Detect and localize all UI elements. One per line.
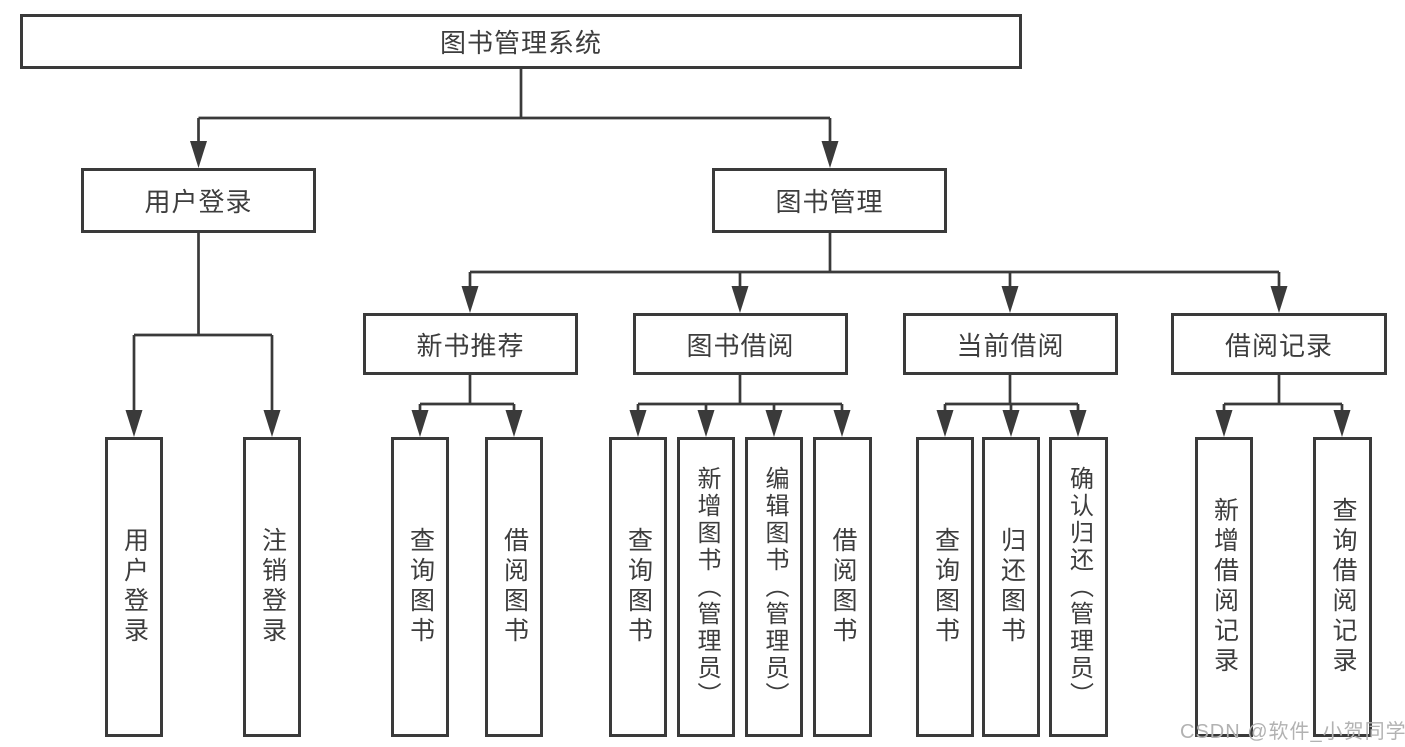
node-new-book-recommend: 新书推荐 — [363, 313, 578, 375]
leaf-query-books-current: 查询图书 — [916, 437, 974, 737]
arrowhead — [505, 410, 523, 437]
node-current-borrow: 当前借阅 — [903, 313, 1118, 375]
leaf-label: 新增图书（管理员） — [693, 465, 720, 709]
leaf-label: 编辑图书（管理员） — [761, 465, 788, 709]
arrowhead — [263, 410, 281, 437]
leaf-add-borrow-record: 新增借阅记录 — [1195, 437, 1253, 737]
arrowhead — [731, 286, 749, 313]
node-root-system: 图书管理系统 — [20, 14, 1022, 69]
arrowhead — [821, 141, 839, 168]
arrowhead — [1333, 410, 1351, 437]
node-book-borrow: 图书借阅 — [633, 313, 848, 375]
leaf-borrow-books-recommend: 借阅图书 — [485, 437, 543, 737]
leaf-label: 查询图书 — [406, 527, 435, 647]
connector-book-borrow-split — [636, 375, 844, 412]
leaf-label: 用户登录 — [120, 527, 149, 647]
leaf-label: 确认归还（管理员） — [1065, 465, 1093, 709]
leaf-edit-books-admin: 编辑图书（管理员） — [745, 437, 803, 737]
arrowhead — [1270, 286, 1288, 313]
leaf-label: 查询图书 — [931, 527, 960, 647]
arrowhead — [936, 410, 954, 437]
connector-current-borrow-split — [943, 375, 1080, 412]
leaf-label: 新增借阅记录 — [1210, 497, 1239, 677]
arrowhead — [1001, 286, 1019, 313]
connector-new-book-split — [418, 375, 516, 412]
leaf-label: 借阅图书 — [500, 527, 529, 647]
leaf-query-books-recommend: 查询图书 — [391, 437, 449, 737]
arrowhead — [1069, 410, 1087, 437]
arrowhead — [190, 141, 207, 168]
arrowhead — [765, 410, 783, 437]
leaf-query-books-borrow: 查询图书 — [609, 437, 667, 737]
arrowhead — [697, 410, 715, 437]
connector-borrow-records-split — [1222, 375, 1344, 412]
leaf-label: 查询图书 — [624, 527, 653, 647]
leaf-label: 查询借阅记录 — [1329, 497, 1357, 677]
leaf-borrow-books: 借阅图书 — [813, 437, 872, 737]
arrowhead — [461, 286, 479, 313]
arrowhead — [629, 410, 647, 437]
node-borrow-records: 借阅记录 — [1171, 313, 1387, 375]
leaf-label: 归还图书 — [997, 527, 1026, 647]
arrowheads — [125, 141, 1351, 437]
arrowhead — [1215, 410, 1233, 437]
leaf-confirm-return-admin: 确认归还（管理员） — [1049, 437, 1108, 737]
connector-root-to-level2 — [197, 67, 832, 143]
arrowhead — [125, 410, 143, 437]
arrowhead — [833, 410, 851, 437]
leaf-query-borrow-record: 查询借阅记录 — [1313, 437, 1372, 737]
node-user-login: 用户登录 — [81, 168, 316, 233]
arrowhead — [1002, 410, 1020, 437]
node-book-management: 图书管理 — [712, 168, 947, 233]
csdn-watermark: CSDN @软件_小贺同学 — [1180, 721, 1405, 743]
leaf-label: 借阅图书 — [829, 527, 857, 647]
leaf-label: 注销登录 — [258, 527, 287, 647]
leaf-return-books: 归还图书 — [982, 437, 1040, 737]
connector-user-login-split — [132, 232, 274, 412]
connector-book-management-split — [468, 232, 1281, 288]
leaf-logout: 注销登录 — [243, 437, 301, 737]
leaf-user-login: 用户登录 — [105, 437, 163, 737]
arrowhead — [411, 410, 429, 437]
leaf-add-books-admin: 新增图书（管理员） — [677, 437, 735, 737]
